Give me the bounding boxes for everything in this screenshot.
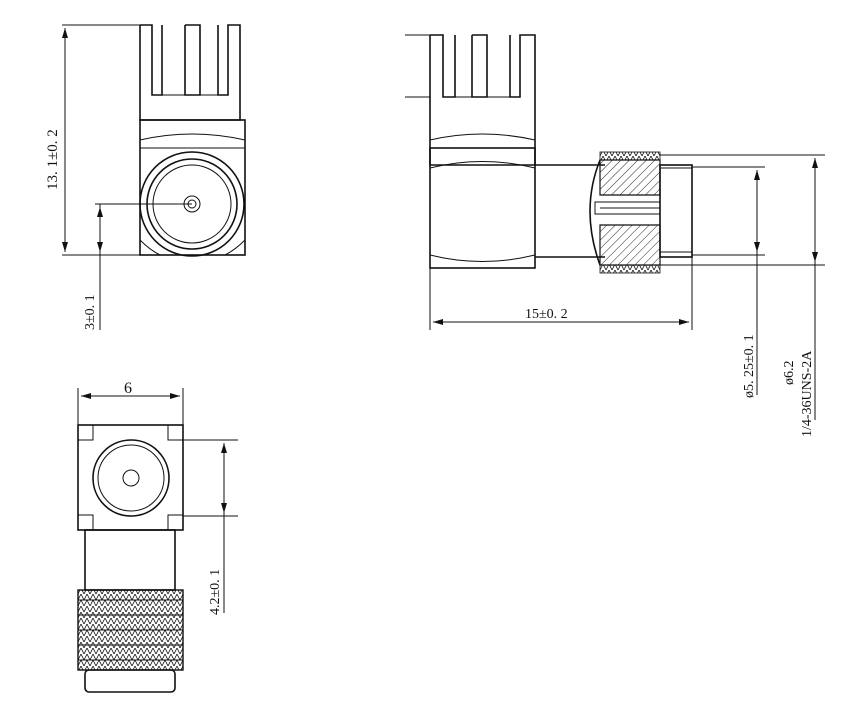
dim-top-center: 3±0. 1 <box>83 294 98 330</box>
dim-side-dia-outer: ø6.2 <box>782 361 797 386</box>
dim-front-width: 6 <box>124 380 132 397</box>
top-left-view <box>62 24 246 330</box>
dim-side-thread: 1/4-36UNS-2A <box>800 350 815 437</box>
front-view <box>77 388 238 693</box>
side-view <box>405 34 825 420</box>
dim-front-offset: 4.2±0. 1 <box>208 569 223 615</box>
dim-top-height: 13. 1±0. 2 <box>45 129 61 190</box>
dim-side-length: 15±0. 2 <box>525 307 568 322</box>
dim-side-dia-inner: ø5. 25±0. 1 <box>742 334 757 398</box>
